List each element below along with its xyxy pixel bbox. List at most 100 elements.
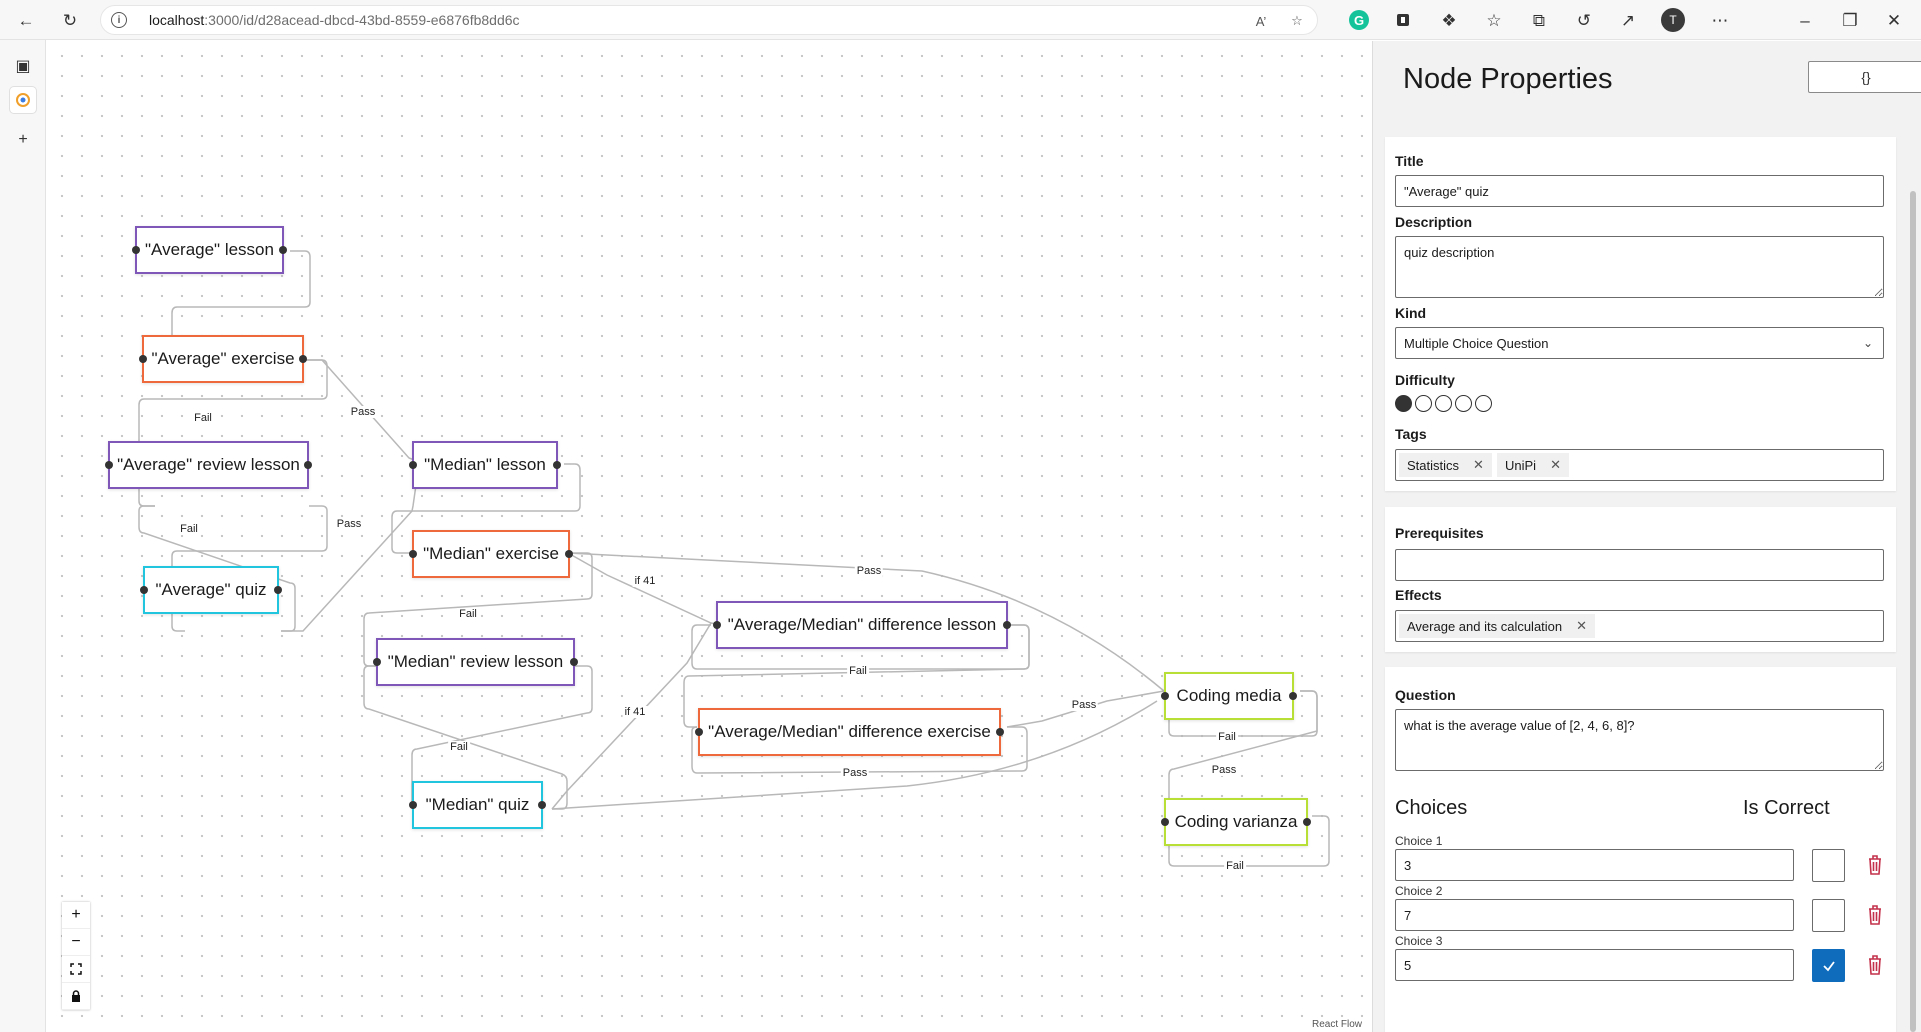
read-aloud-icon[interactable]: A’ bbox=[1255, 13, 1267, 29]
node-input-handle[interactable] bbox=[140, 586, 148, 594]
grammarly-extension-icon[interactable]: G bbox=[1349, 10, 1369, 30]
history-icon[interactable]: ↺ bbox=[1576, 10, 1592, 30]
effects-input[interactable]: Average and its calculation✕ bbox=[1395, 610, 1884, 642]
node-output-handle[interactable] bbox=[299, 355, 307, 363]
node-average-review-lesson[interactable]: "Average" review lesson bbox=[105, 441, 312, 489]
delete-choice-icon[interactable] bbox=[1865, 903, 1885, 927]
add-favorite-icon[interactable]: ☆ bbox=[1291, 13, 1303, 28]
node-average-exercise[interactable]: "Average" exercise bbox=[139, 335, 307, 383]
extension-shield-icon[interactable] bbox=[1391, 8, 1415, 32]
node-output-handle[interactable] bbox=[304, 461, 312, 469]
address-bar[interactable]: i localhost:3000/id/d28acead-dbcd-43bd-8… bbox=[100, 5, 1318, 35]
edge-label[interactable]: Fail bbox=[448, 741, 470, 753]
correct-checkbox[interactable] bbox=[1812, 899, 1845, 932]
edge-label[interactable]: Fail bbox=[1224, 860, 1246, 872]
node-output-handle[interactable] bbox=[996, 728, 1004, 736]
edge-label[interactable]: Pass bbox=[334, 518, 364, 530]
zoom-in-button[interactable]: + bbox=[62, 902, 90, 929]
node-median-exercise[interactable]: "Median" exercise bbox=[409, 530, 573, 578]
difficulty-circle-5[interactable] bbox=[1475, 395, 1492, 412]
correct-checkbox[interactable] bbox=[1812, 949, 1845, 982]
favorites-icon[interactable]: ☆ bbox=[1486, 10, 1502, 30]
node-input-handle[interactable] bbox=[695, 728, 703, 736]
node-input-handle[interactable] bbox=[409, 461, 417, 469]
node-output-handle[interactable] bbox=[565, 550, 573, 558]
delete-choice-icon[interactable] bbox=[1865, 853, 1885, 877]
choice-input[interactable]: 3 bbox=[1395, 849, 1794, 881]
node-input-handle[interactable] bbox=[409, 801, 417, 809]
edge-label[interactable]: Fail bbox=[1216, 731, 1238, 743]
remove-tag-icon[interactable]: ✕ bbox=[1550, 457, 1561, 472]
remove-effect-icon[interactable]: ✕ bbox=[1576, 618, 1588, 633]
edge-label[interactable]: Pass bbox=[1209, 764, 1239, 776]
profile-avatar[interactable]: T bbox=[1661, 8, 1685, 32]
node-median-review-lesson[interactable]: "Median" review lesson bbox=[373, 638, 578, 686]
json-view-button[interactable]: {} bbox=[1808, 61, 1921, 93]
node-average-lesson[interactable]: "Average" lesson bbox=[132, 226, 287, 274]
panel-scrollbar[interactable] bbox=[1910, 191, 1916, 1032]
node-input-handle[interactable] bbox=[139, 355, 147, 363]
flow-canvas[interactable]: "Average" lesson "Average" exercise "Ave… bbox=[47, 41, 1372, 1032]
more-options-icon[interactable]: ⋯ bbox=[1711, 10, 1729, 30]
info-icon[interactable]: i bbox=[111, 12, 127, 28]
share-icon[interactable]: ↗ bbox=[1620, 10, 1636, 30]
description-textarea[interactable] bbox=[1395, 236, 1884, 298]
correct-checkbox[interactable] bbox=[1812, 849, 1845, 882]
extensions-puzzle-icon[interactable]: ❖ bbox=[1441, 10, 1457, 30]
tag-chip[interactable]: Statistics✕ bbox=[1399, 453, 1492, 477]
edge-label[interactable]: Fail bbox=[457, 608, 479, 620]
prerequisites-input[interactable] bbox=[1395, 549, 1884, 581]
active-tab-icon[interactable] bbox=[10, 87, 36, 113]
tag-chip[interactable]: UniPi✕ bbox=[1497, 453, 1569, 477]
node-average-median-difference-lesson[interactable]: "Average/Median" difference lesson bbox=[713, 601, 1011, 649]
node-output-handle[interactable] bbox=[1303, 818, 1311, 826]
lock-button[interactable] bbox=[62, 983, 90, 1010]
edge-label[interactable]: Pass bbox=[348, 406, 378, 418]
difficulty-circle-4[interactable] bbox=[1455, 395, 1472, 412]
node-output-handle[interactable] bbox=[570, 658, 578, 666]
edge-label[interactable]: Fail bbox=[847, 665, 869, 677]
node-output-handle[interactable] bbox=[538, 801, 546, 809]
node-coding-media[interactable]: Coding media bbox=[1161, 672, 1297, 720]
difficulty-circle-3[interactable] bbox=[1435, 395, 1452, 412]
url-text[interactable]: localhost:3000/id/d28acead-dbcd-43bd-855… bbox=[149, 12, 520, 28]
difficulty-circle-2[interactable] bbox=[1415, 395, 1432, 412]
node-input-handle[interactable] bbox=[373, 658, 381, 666]
node-input-handle[interactable] bbox=[132, 246, 140, 254]
question-textarea[interactable] bbox=[1395, 709, 1884, 771]
title-input[interactable]: "Average" quiz bbox=[1395, 175, 1884, 207]
remove-tag-icon[interactable]: ✕ bbox=[1473, 457, 1484, 472]
restore-icon[interactable]: ❐ bbox=[1842, 10, 1858, 30]
delete-choice-icon[interactable] bbox=[1865, 953, 1885, 977]
edge-label[interactable]: Pass bbox=[840, 767, 870, 779]
node-input-handle[interactable] bbox=[1161, 692, 1169, 700]
new-tab-plus-icon[interactable]: + bbox=[18, 131, 28, 148]
node-average-median-difference-exercise[interactable]: "Average/Median" difference exercise bbox=[695, 708, 1004, 756]
node-output-handle[interactable] bbox=[1289, 692, 1297, 700]
choice-input[interactable]: 5 bbox=[1395, 949, 1794, 981]
node-input-handle[interactable] bbox=[105, 461, 113, 469]
node-input-handle[interactable] bbox=[409, 550, 417, 558]
node-input-handle[interactable] bbox=[1161, 818, 1169, 826]
react-flow-attribution[interactable]: React Flow bbox=[1307, 1017, 1366, 1032]
node-median-quiz[interactable]: "Median" quiz bbox=[409, 781, 546, 829]
kind-select[interactable]: Multiple Choice Question ⌄ bbox=[1395, 327, 1884, 359]
node-output-handle[interactable] bbox=[553, 461, 561, 469]
node-coding-varianza[interactable]: Coding varianza bbox=[1161, 798, 1311, 846]
node-average-quiz[interactable]: "Average" quiz bbox=[140, 566, 282, 614]
node-input-handle[interactable] bbox=[713, 621, 721, 629]
edge-label[interactable]: Pass bbox=[854, 565, 884, 577]
edge-label[interactable]: if 41 bbox=[632, 575, 658, 587]
edge-label[interactable]: Pass bbox=[1069, 699, 1099, 711]
effect-chip[interactable]: Average and its calculation✕ bbox=[1399, 614, 1596, 638]
node-output-handle[interactable] bbox=[1003, 621, 1011, 629]
difficulty-circle-1[interactable] bbox=[1395, 395, 1412, 412]
fit-view-button[interactable] bbox=[62, 956, 90, 983]
close-icon[interactable]: ✕ bbox=[1886, 10, 1902, 30]
edge-label[interactable]: Fail bbox=[178, 523, 200, 535]
collections-icon[interactable]: ⧉ bbox=[1532, 10, 1546, 30]
tags-input[interactable]: Statistics✕ UniPi✕ bbox=[1395, 449, 1884, 481]
node-median-lesson[interactable]: "Median" lesson bbox=[409, 441, 561, 489]
refresh-icon[interactable]: ↻ bbox=[62, 10, 78, 30]
node-output-handle[interactable] bbox=[279, 246, 287, 254]
